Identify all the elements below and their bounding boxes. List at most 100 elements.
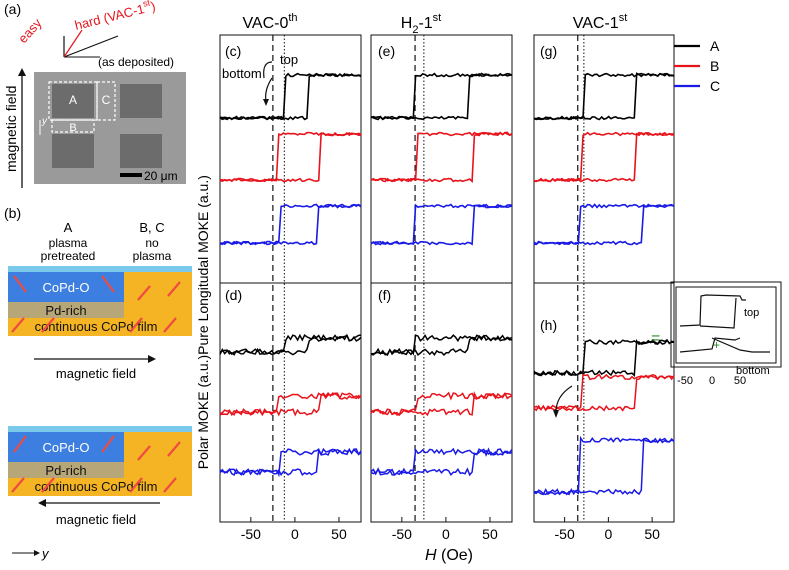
film-label-1: continuous CoPd film — [35, 319, 158, 334]
as-deposited-label: (as deposited) — [98, 55, 174, 69]
y-arrow-label: y — [41, 116, 48, 127]
annot-bottom-arrow — [265, 77, 273, 103]
xlabel: H (Oe) — [425, 547, 473, 564]
x-tick-label: 0 — [604, 526, 612, 542]
film-stack-2 — [8, 426, 192, 496]
x-tick-label: 50 — [482, 526, 498, 542]
longitudinal-loop-B — [219, 131, 362, 183]
panel-frame-top — [370, 34, 513, 284]
inset-tick: 0 — [709, 375, 715, 387]
inset-tick: 50 — [734, 375, 746, 387]
column-title-h2: H2-1st — [401, 12, 441, 36]
panel-frame-top — [533, 34, 675, 284]
longitudinal-loop-C — [219, 203, 362, 246]
x-tick-label: -50 — [241, 526, 261, 542]
pd-rich-label-2: Pd-rich — [45, 463, 86, 478]
longitudinal-loop-B — [533, 131, 675, 183]
polar-loop-C — [534, 435, 675, 496]
inset-top: top — [744, 307, 759, 319]
polar-loop-C — [219, 447, 362, 478]
region-c-box — [96, 81, 116, 121]
annot-top-arrow — [263, 61, 273, 79]
polar-loop-A — [219, 333, 362, 356]
longitudinal-loop-B — [219, 131, 362, 183]
inset-plus: + — [713, 338, 720, 352]
legend-label-a: A — [710, 38, 720, 54]
svg-text:hard (VAC-1st): hard (VAC-1st) — [73, 0, 157, 33]
col-a-label: A — [64, 220, 73, 235]
panel-c-label: (c) — [225, 43, 241, 59]
panel-frame-bottom — [533, 282, 675, 523]
polar-loop-B — [533, 373, 675, 412]
polar-loop-A — [370, 333, 513, 356]
axis-diagram — [63, 29, 119, 58]
scale-bar-label: 20 μm — [144, 169, 178, 183]
moment-arrows-1 — [11, 275, 181, 333]
ylabel-longitudinal: Pure Longitudal MOKE (a.u.) — [195, 175, 211, 355]
panel-h-label: (h) — [540, 317, 557, 333]
film-label-2: continuous CoPd film — [35, 479, 158, 494]
longitudinal-loop-B — [370, 131, 513, 184]
longitudinal-loop-A — [533, 72, 675, 121]
panel-e-label: (e) — [378, 43, 395, 59]
legend-label-b: B — [710, 58, 719, 74]
x-tick-label: -50 — [392, 526, 412, 542]
region-b-box — [51, 119, 95, 133]
polar-loop-C — [370, 447, 513, 476]
y-direction-label: y — [41, 546, 50, 561]
magnetic-field-label-1: magnetic field — [56, 366, 136, 381]
film-stack-1 — [8, 266, 192, 336]
inset-equals: = — [651, 330, 660, 347]
longitudinal-loop-C — [370, 203, 513, 246]
ylabel-polar: Polar MOKE (a.u.) — [195, 355, 211, 469]
longitudinal-loop-C — [533, 203, 675, 246]
column-titles: VAC-0th H2-1st VAC-1st — [242, 12, 627, 36]
no-plasma-1: no — [145, 236, 159, 250]
polar-loop-C — [533, 437, 675, 496]
h-annotation-arrow — [555, 385, 573, 413]
panel-frame-bottom — [219, 282, 362, 523]
panel-f-label: (f) — [378, 287, 391, 303]
panel-frame-bottom — [370, 282, 513, 523]
region-a-label: A — [69, 93, 77, 107]
micrograph-squares — [52, 84, 162, 168]
x-tick-label: 50 — [644, 526, 660, 542]
polar-loop-B — [370, 391, 513, 417]
longitudinal-loop-C — [371, 203, 513, 246]
x-tick-label: 0 — [442, 526, 450, 542]
cop-do-label-2: CoPd-O — [43, 440, 90, 455]
magnetic-field-label-2: magnetic field — [56, 512, 136, 527]
annot-bottom: bottom — [222, 66, 262, 81]
longitudinal-loop-A — [370, 72, 513, 121]
longitudinal-loop-C — [533, 203, 675, 246]
polar-loop-B — [219, 392, 362, 417]
legend-label-c: C — [710, 78, 720, 94]
scale-bar — [120, 173, 142, 177]
inset: = + top bottom -50 0 50 — [651, 281, 782, 387]
inset-bottom: bottom — [736, 365, 770, 377]
polar-loop-B — [219, 391, 362, 417]
x-tick-label: -50 — [555, 526, 575, 542]
x-tick-label: 0 — [291, 526, 299, 542]
panel-g-label: (g) — [540, 43, 557, 59]
panel-b-label: (b) — [4, 205, 21, 221]
column-title-vac1: VAC-1st — [573, 12, 628, 32]
moment-arrows-2 — [11, 435, 181, 493]
col-bc-label: B, C — [139, 220, 164, 235]
hard-label: hard (VAC-1st) — [73, 0, 157, 33]
polar-loop-B — [533, 375, 675, 412]
pd-rich-label-1: Pd-rich — [45, 303, 86, 318]
no-plasma-2: plasma — [133, 249, 172, 263]
longitudinal-loop-A — [219, 72, 362, 121]
longitudinal-loop-B — [533, 131, 675, 183]
magnetic-field-label: magnetic field — [3, 86, 19, 172]
legend: A B C — [674, 38, 720, 94]
panel-d-label: (d) — [225, 287, 242, 303]
polar-loop-A — [370, 334, 513, 357]
longitudinal-loop-A — [370, 72, 513, 121]
region-b-label: B — [69, 122, 76, 134]
region-c-label: C — [102, 93, 111, 107]
longitudinal-loop-C — [219, 203, 362, 246]
